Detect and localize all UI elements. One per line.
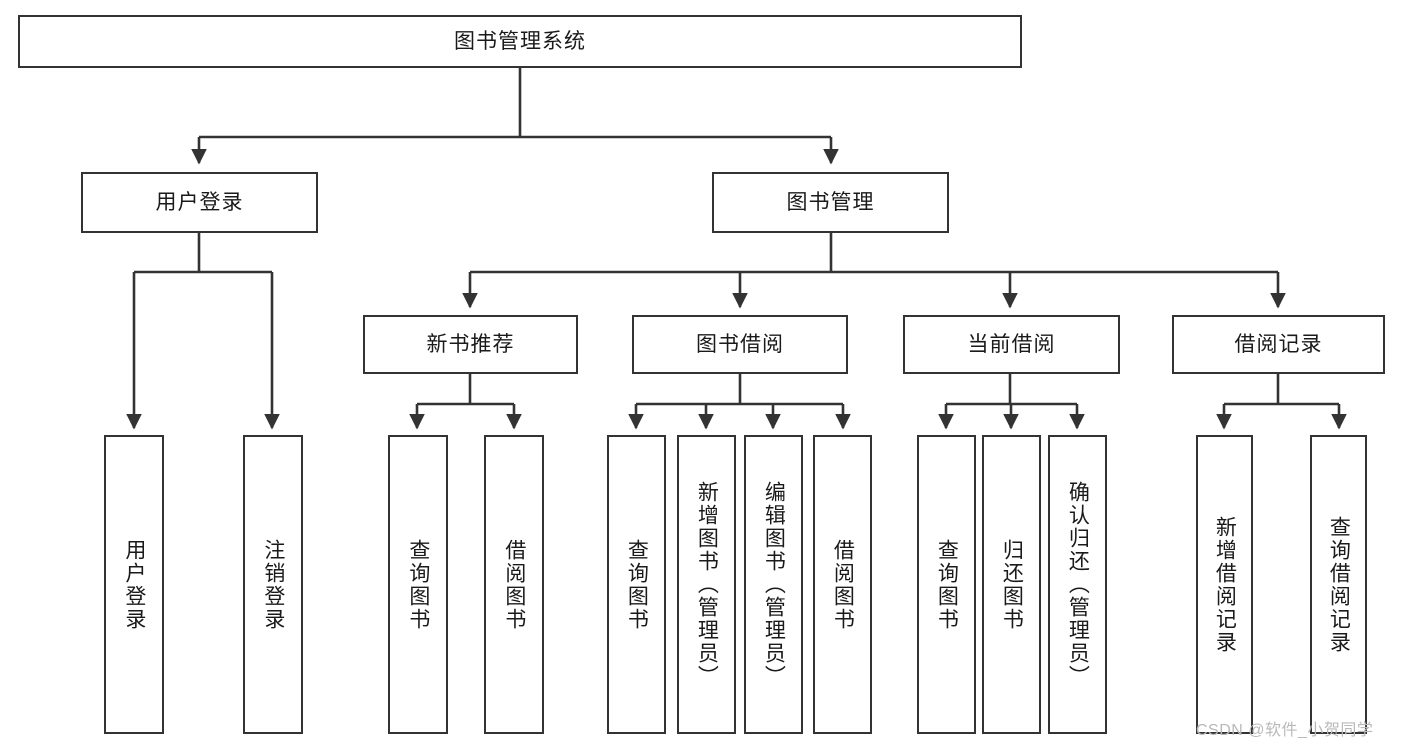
node-leaf-user-login[interactable]: 用户登录 (104, 435, 164, 734)
node-leaf-logout[interactable]: 注销登录 (243, 435, 303, 734)
node-current-borrow-label: 当前借阅 (967, 332, 1056, 356)
node-leaf-query-book-cb-label: 查询图书 (935, 538, 959, 631)
node-leaf-borrow-book-bb-label: 借阅图书 (831, 538, 855, 631)
node-book-borrow-label: 图书借阅 (696, 332, 784, 356)
node-user-login-label: 用户登录 (155, 190, 244, 214)
node-root-label: 图书管理系统 (454, 29, 586, 53)
node-root[interactable]: 图书管理系统 (18, 15, 1022, 68)
node-leaf-query-book-cb[interactable]: 查询图书 (917, 435, 976, 734)
node-leaf-return-book-label: 归还图书 (1000, 538, 1024, 631)
node-leaf-confirm-return-admin[interactable]: 确认归还（管理员） (1048, 435, 1107, 734)
node-leaf-edit-book-admin[interactable]: 编辑图书（管理员） (744, 435, 803, 734)
node-leaf-borrow-book-nb[interactable]: 借阅图书 (484, 435, 544, 734)
node-leaf-add-borrow-record[interactable]: 新增借阅记录 (1196, 435, 1253, 734)
node-book-borrow[interactable]: 图书借阅 (632, 315, 848, 374)
node-leaf-add-borrow-record-label: 新增借阅记录 (1213, 515, 1237, 654)
node-book-manage[interactable]: 图书管理 (712, 172, 949, 233)
node-leaf-query-borrow-record[interactable]: 查询借阅记录 (1310, 435, 1367, 734)
node-new-book-recommend-label: 新书推荐 (426, 332, 515, 356)
node-current-borrow[interactable]: 当前借阅 (903, 315, 1120, 374)
node-leaf-edit-book-admin-label: 编辑图书（管理员） (762, 481, 786, 688)
node-leaf-logout-label: 注销登录 (261, 538, 285, 631)
node-book-manage-label: 图书管理 (786, 190, 875, 214)
node-leaf-return-book[interactable]: 归还图书 (982, 435, 1041, 734)
node-borrow-record[interactable]: 借阅记录 (1172, 315, 1385, 374)
node-leaf-user-login-label: 用户登录 (122, 538, 146, 631)
node-leaf-query-book-nb-label: 查询图书 (406, 538, 430, 631)
node-leaf-borrow-book-nb-label: 借阅图书 (502, 538, 526, 631)
node-leaf-query-book-bb[interactable]: 查询图书 (607, 435, 666, 734)
node-leaf-query-borrow-record-label: 查询借阅记录 (1327, 515, 1351, 654)
node-leaf-query-book-bb-label: 查询图书 (625, 538, 649, 631)
node-leaf-add-book-admin[interactable]: 新增图书（管理员） (677, 435, 736, 734)
node-borrow-record-label: 借阅记录 (1234, 332, 1323, 356)
node-leaf-query-book-nb[interactable]: 查询图书 (388, 435, 448, 734)
node-leaf-confirm-return-admin-label: 确认归还（管理员） (1066, 481, 1090, 688)
node-leaf-add-book-admin-label: 新增图书（管理员） (695, 481, 719, 688)
watermark-text: CSDN @软件_小贺同学 (1196, 722, 1374, 739)
node-user-login[interactable]: 用户登录 (81, 172, 318, 233)
node-leaf-borrow-book-bb[interactable]: 借阅图书 (813, 435, 872, 734)
node-new-book-recommend[interactable]: 新书推荐 (363, 315, 578, 374)
